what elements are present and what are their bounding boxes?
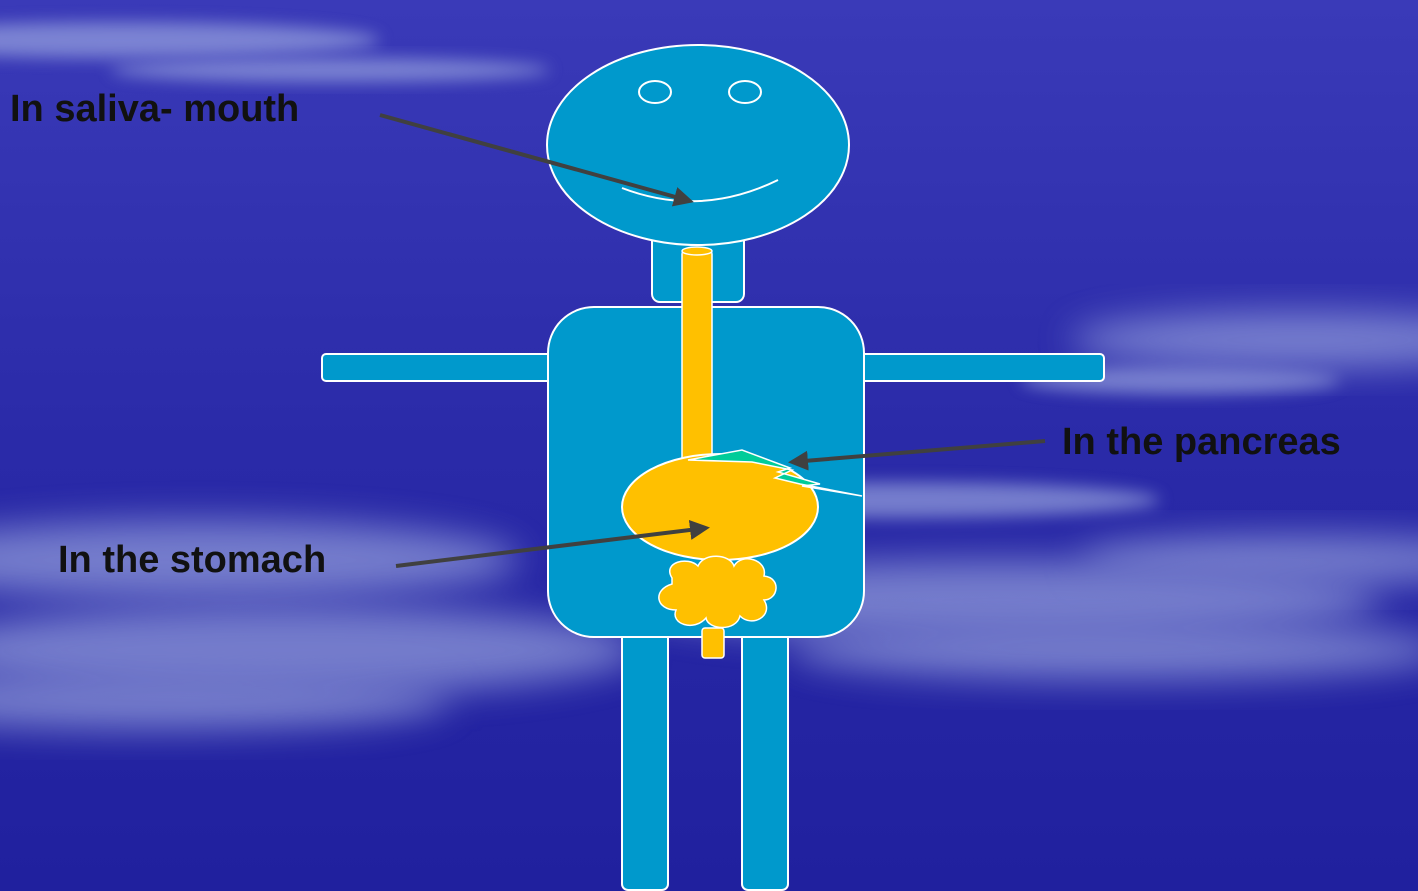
intestine-outlet [702, 628, 724, 658]
head [547, 45, 849, 245]
label-stomach: In the stomach [58, 541, 326, 579]
left-arm [322, 354, 578, 381]
left-leg [622, 600, 668, 890]
right-eye [729, 81, 761, 103]
left-eye [639, 81, 671, 103]
right-leg [742, 600, 788, 890]
esophagus [682, 250, 712, 470]
label-mouth: In saliva- mouth [10, 90, 299, 128]
intestines [659, 556, 776, 627]
label-pancreas: In the pancreas [1062, 423, 1341, 461]
esophagus-top [682, 247, 712, 255]
right-arm [848, 354, 1104, 381]
